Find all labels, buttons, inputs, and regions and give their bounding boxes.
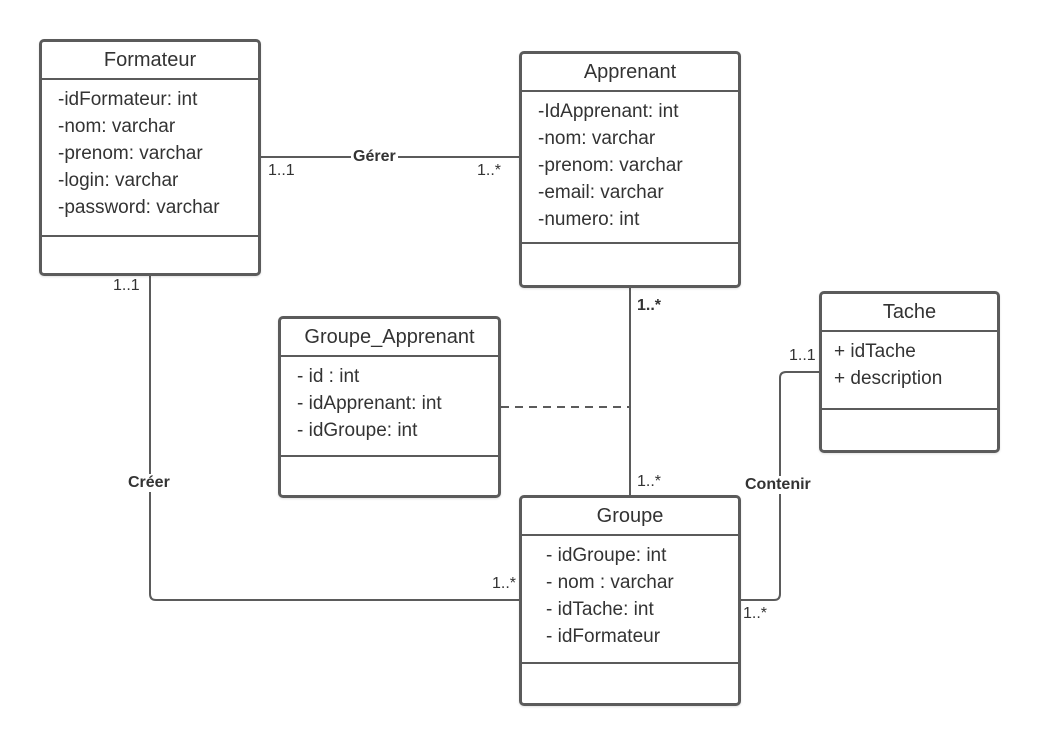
attribute: - idGroupe: int (546, 545, 667, 566)
class-groupe-apprenant-title: Groupe_Apprenant (281, 319, 498, 357)
attribute: -login: varchar (58, 170, 179, 191)
attribute: -password: varchar (58, 197, 220, 218)
attribute: -idFormateur: int (58, 89, 198, 110)
class-tache-attributes: + idTache + description (822, 332, 997, 410)
multiplicity-gerer-formateur: 1..1 (268, 162, 295, 179)
class-formateur-attributes: -idFormateur: int -nom: varchar -prenom:… (42, 80, 258, 237)
class-groupe-title: Groupe (522, 498, 738, 536)
class-apprenant[interactable]: Apprenant -IdApprenant: int -nom: varcha… (519, 51, 741, 288)
attribute: + description (834, 368, 943, 389)
association-label-creer: Créer (126, 474, 172, 492)
class-groupe[interactable]: Groupe - idGroupe: int - nom : varchar -… (519, 495, 741, 706)
association-label-gerer: Gérer (351, 148, 398, 166)
multiplicity-apprenant-side: 1..* (637, 297, 662, 314)
class-groupe-attributes: - idGroupe: int - nom : varchar - idTach… (522, 536, 738, 664)
multiplicity-contenir-tache: 1..1 (789, 347, 816, 364)
multiplicity-groupe-side: 1..* (637, 473, 662, 490)
attribute: - idFormateur (546, 626, 661, 647)
attribute: -nom: varchar (538, 128, 656, 149)
attribute: -IdApprenant: int (538, 101, 679, 122)
attribute: + idTache (834, 341, 916, 362)
class-groupe-apprenant[interactable]: Groupe_Apprenant - id : int - idApprenan… (278, 316, 501, 498)
multiplicity-creer-formateur: 1..1 (113, 277, 140, 294)
class-tache[interactable]: Tache + idTache + description (819, 291, 1000, 453)
multiplicity-creer-groupe: 1..* (492, 575, 517, 592)
class-groupe-apprenant-attributes: - id : int - idApprenant: int - idGroupe… (281, 357, 498, 457)
attribute: -prenom: varchar (58, 143, 203, 164)
multiplicity-contenir-groupe: 1..* (743, 605, 768, 622)
class-formateur[interactable]: Formateur -idFormateur: int -nom: varcha… (39, 39, 261, 276)
creer-line (149, 275, 520, 601)
association-label-contenir: Contenir (743, 476, 813, 494)
attribute: -numero: int (538, 209, 640, 230)
attribute: -email: varchar (538, 182, 664, 203)
attribute: - idTache: int (546, 599, 654, 620)
class-formateur-title: Formateur (42, 42, 258, 80)
attribute: -nom: varchar (58, 116, 176, 137)
multiplicity-gerer-apprenant: 1..* (477, 162, 502, 179)
attribute: - id : int (297, 366, 360, 387)
attribute: - nom : varchar (546, 572, 674, 593)
class-apprenant-attributes: -IdApprenant: int -nom: varchar -prenom:… (522, 92, 738, 244)
attribute: - idGroupe: int (297, 420, 418, 441)
class-apprenant-title: Apprenant (522, 54, 738, 92)
class-tache-title: Tache (822, 294, 997, 332)
attribute: -prenom: varchar (538, 155, 683, 176)
attribute: - idApprenant: int (297, 393, 442, 414)
